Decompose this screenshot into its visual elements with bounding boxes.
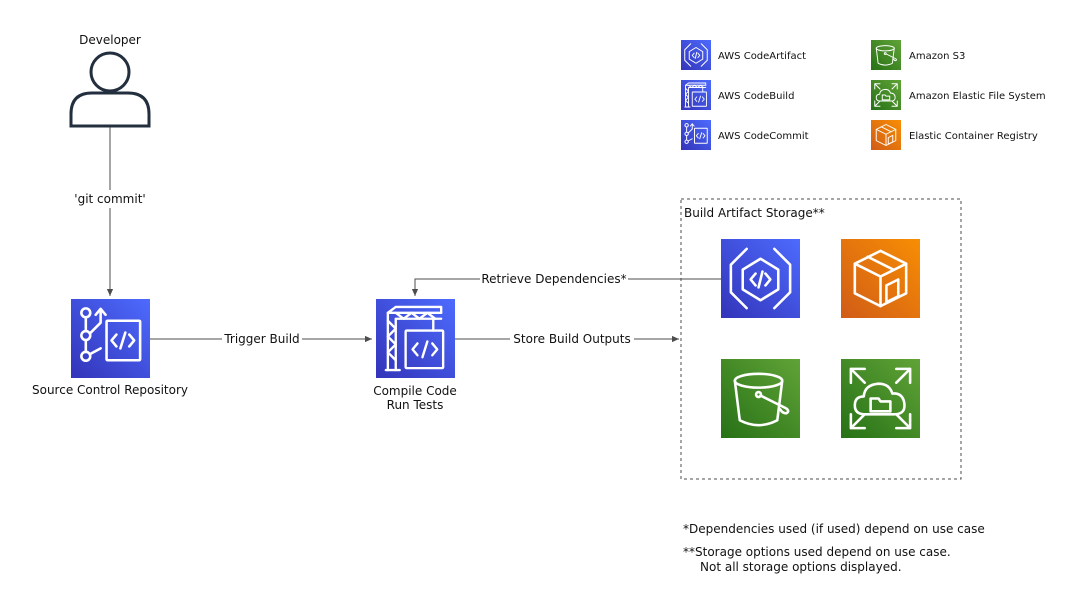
codebuild-node: Compile Code Run Tests: [373, 299, 457, 412]
build-label-line1: Compile Code: [373, 384, 457, 398]
legend-label: Amazon Elastic File System: [909, 91, 1046, 102]
legend-label: AWS CodeArtifact: [718, 51, 806, 62]
trigger-build-label-bg: [222, 331, 302, 347]
developer-label: Developer: [79, 33, 141, 47]
git-commit-label: 'git commit': [74, 192, 145, 206]
legend-label: AWS CodeBuild: [718, 91, 794, 102]
legend: AWS CodeArtifact AWS CodeBuild AWS CodeC…: [681, 40, 1046, 150]
legend-label: Elastic Container Registry: [909, 131, 1038, 142]
build-label-line2: Run Tests: [387, 398, 444, 412]
dependencies-footnote: *Dependencies used (if used) depend on u…: [683, 522, 985, 536]
source-control-repository-node: Source Control Repository: [32, 299, 188, 397]
legend-item-codecommit: AWS CodeCommit: [681, 120, 809, 150]
store-build-outputs-label-bg: [510, 331, 634, 347]
legend-label: Amazon S3: [909, 51, 965, 62]
storage-group-border: [680, 198, 962, 480]
build-artifact-storage-group: Build Artifact Storage**: [680, 198, 962, 480]
git-commit-label-bg: [72, 190, 148, 208]
storage-footnote-line1: **Storage options used depend on use cas…: [683, 545, 951, 559]
storage-group-title: Build Artifact Storage**: [684, 206, 825, 220]
user-icon: [69, 51, 151, 128]
legend-item-s3: Amazon S3: [871, 40, 965, 70]
retrieve-dependencies-label-bg: [480, 271, 628, 287]
storage-footnote-line2: Not all storage options displayed.: [700, 560, 902, 574]
trigger-build-label: Trigger Build: [223, 332, 299, 346]
legend-label: AWS CodeCommit: [718, 131, 809, 142]
legend-item-ecr: Elastic Container Registry: [871, 120, 1038, 150]
store-build-outputs-label: Store Build Outputs: [513, 332, 630, 346]
developer-actor: Developer: [69, 33, 151, 128]
legend-item-codebuild: AWS CodeBuild: [681, 80, 794, 110]
legend-item-codeartifact: AWS CodeArtifact: [681, 40, 806, 70]
source-control-repository-label: Source Control Repository: [32, 383, 188, 397]
retrieve-dependencies-label: Retrieve Dependencies*: [481, 272, 626, 286]
legend-item-efs: Amazon Elastic File System: [871, 80, 1046, 110]
